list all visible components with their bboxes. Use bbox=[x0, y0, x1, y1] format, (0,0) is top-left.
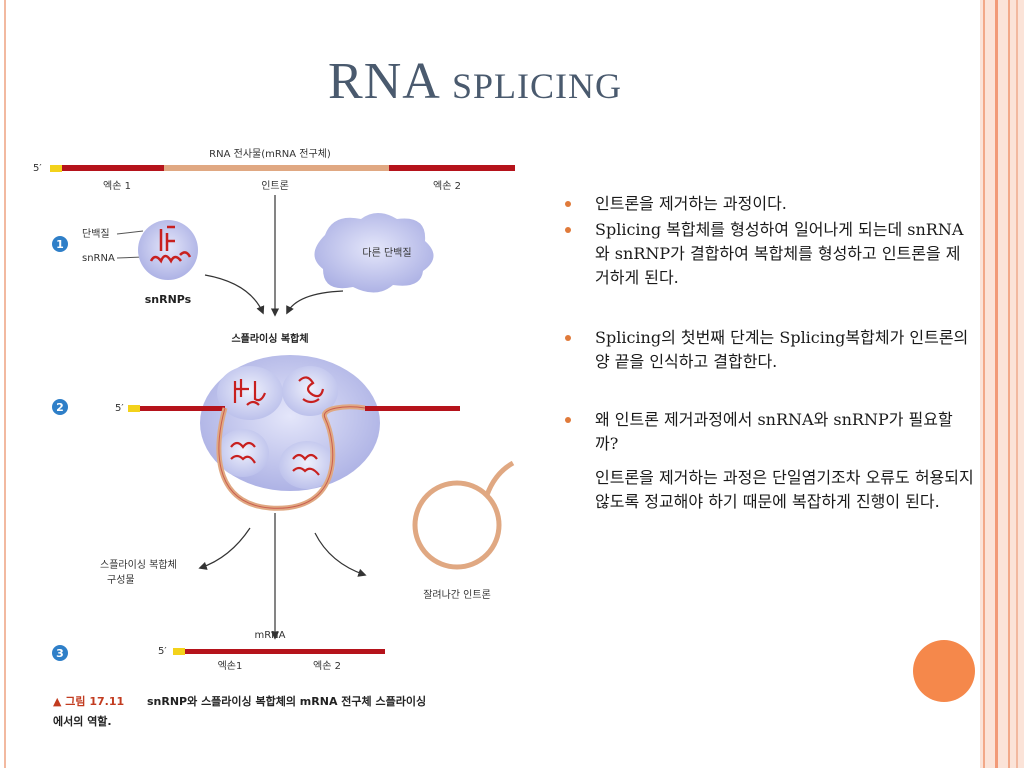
components-label-1: 스플라이싱 복합체 bbox=[100, 559, 177, 571]
other-protein-label: 다른 단백질 bbox=[362, 247, 411, 259]
snrna-pointer bbox=[116, 256, 144, 259]
exon2-bar bbox=[389, 165, 515, 171]
bullet-text-4: 왜 인트론 제거과정에서 snRNA와 snRNP가 필요할까? bbox=[595, 410, 953, 453]
exon2-label: 엑손 2 bbox=[433, 180, 461, 192]
snrnps-label: snRNPs bbox=[145, 293, 192, 306]
bullet-item-4: 왜 인트론 제거과정에서 snRNA와 snRNP가 필요할까? bbox=[565, 408, 975, 456]
caption-figure-number: ▲ 그림 17.11 bbox=[53, 695, 124, 708]
arrow-components bbox=[198, 527, 251, 570]
exon1-mid bbox=[140, 406, 225, 411]
five-prime-top: 5′ bbox=[33, 163, 42, 174]
excised-intron-loop bbox=[412, 480, 502, 570]
components-label-2: 구성물 bbox=[107, 574, 135, 586]
step1-badge bbox=[52, 236, 68, 252]
final-exon1-label: 엑손1 bbox=[218, 660, 243, 672]
protein-pointer bbox=[116, 230, 144, 235]
step3-badge bbox=[52, 645, 68, 661]
left-border-line bbox=[4, 0, 6, 768]
other-protein-blob bbox=[314, 213, 434, 293]
spliceosome-label: 스플라이싱 복합체 bbox=[231, 332, 308, 345]
cap-bottom bbox=[173, 648, 185, 655]
bullet-text-3: Splicing의 첫번째 단계는 Splicing복합체가 인트론의 양 끝을… bbox=[595, 328, 969, 371]
right-border-line-1 bbox=[983, 0, 985, 768]
bullet-dot bbox=[565, 201, 571, 207]
bullet-text-2: Splicing 복합체를 형성하여 일어나게 되는데 snRNA와 snRNP… bbox=[595, 220, 964, 287]
five-prime-mid: 5′ bbox=[115, 403, 124, 414]
inner-snrnp-2 bbox=[282, 366, 338, 416]
inner-rna-3 bbox=[230, 441, 256, 464]
inner-snrnp-1 bbox=[217, 366, 283, 420]
step2-badge bbox=[52, 399, 68, 415]
arrow-protein bbox=[286, 290, 344, 315]
inner-rna-4 bbox=[292, 453, 320, 476]
title-rest: splicing bbox=[451, 53, 622, 110]
caption-line-2: 에서의 역할. bbox=[53, 714, 112, 728]
cap-top bbox=[50, 165, 62, 172]
right-border-line-2 bbox=[995, 0, 998, 768]
inner-snrnp-4 bbox=[279, 441, 335, 489]
exon1-bar bbox=[62, 165, 164, 171]
inner-snrnp-3 bbox=[217, 429, 269, 477]
right-border-line-4 bbox=[1016, 0, 1018, 768]
snrna-label: snRNA bbox=[82, 253, 115, 264]
excised-intron-tail bbox=[484, 460, 515, 496]
step3-number: 3 bbox=[56, 647, 64, 660]
arrow-excised bbox=[314, 532, 367, 577]
exon1-label: 엑손 1 bbox=[103, 180, 131, 192]
intron-loop-outline bbox=[218, 406, 366, 509]
pre-mrna-label: RNA 전사물(mRNA 전구체) bbox=[209, 148, 331, 160]
bullet-dot bbox=[565, 335, 571, 341]
inner-rna-2 bbox=[298, 376, 325, 404]
inner-rna-1 bbox=[233, 379, 267, 406]
step2-number: 2 bbox=[56, 401, 64, 414]
decorative-orange-circle bbox=[913, 640, 975, 702]
bullet-dot bbox=[565, 417, 571, 423]
cap-mid bbox=[128, 405, 140, 412]
bullet-list: 인트론을 제거하는 과정이다. Splicing 복합체를 형성하여 일어나게 … bbox=[565, 192, 975, 514]
final-exon2-bar bbox=[285, 649, 385, 654]
caption-line-1: snRNP와 스플라이싱 복합체의 mRNA 전구체 스플라이싱 bbox=[147, 694, 426, 708]
splicing-figure: RNA 전사물(mRNA 전구체) 5′ 엑손 1 인트론 엑손 2 1 단백질… bbox=[25, 143, 515, 733]
intron-bar bbox=[164, 165, 389, 171]
right-border-line-3 bbox=[1008, 0, 1010, 768]
splicing-diagram: RNA 전사물(mRNA 전구체) 5′ 엑손 1 인트론 엑손 2 1 단백질… bbox=[33, 148, 515, 728]
five-prime-bottom: 5′ bbox=[158, 646, 167, 657]
snrna-squiggle bbox=[149, 225, 192, 264]
final-exon1-bar bbox=[185, 649, 285, 654]
explanation-paragraph: 인트론을 제거하는 과정은 단일염기조차 오류도 허용되지 않도록 정교해야 하… bbox=[595, 468, 974, 511]
mrna-label: mRNA bbox=[254, 630, 285, 641]
excised-intron-label: 잘려나간 인트론 bbox=[423, 589, 491, 601]
arrow-snrnp bbox=[204, 274, 265, 315]
bullet-dot bbox=[565, 227, 571, 233]
bullet-item-3: Splicing의 첫번째 단계는 Splicing복합체가 인트론의 양 끝을… bbox=[565, 326, 975, 374]
step1-number: 1 bbox=[56, 238, 64, 251]
intron-label: 인트론 bbox=[261, 180, 289, 192]
protein-label: 단백질 bbox=[82, 228, 110, 240]
slide-title: RNA splicing bbox=[0, 52, 950, 111]
bullet-item-2: Splicing 복합체를 형성하여 일어나게 되는데 snRNA와 snRNP… bbox=[565, 218, 975, 290]
bullet-item-1: 인트론을 제거하는 과정이다. bbox=[565, 192, 975, 216]
title-main: RNA bbox=[328, 53, 438, 110]
exon2-mid bbox=[365, 406, 460, 411]
final-exon2-label: 엑손 2 bbox=[313, 660, 341, 672]
bullet-text-1: 인트론을 제거하는 과정이다. bbox=[595, 194, 787, 213]
